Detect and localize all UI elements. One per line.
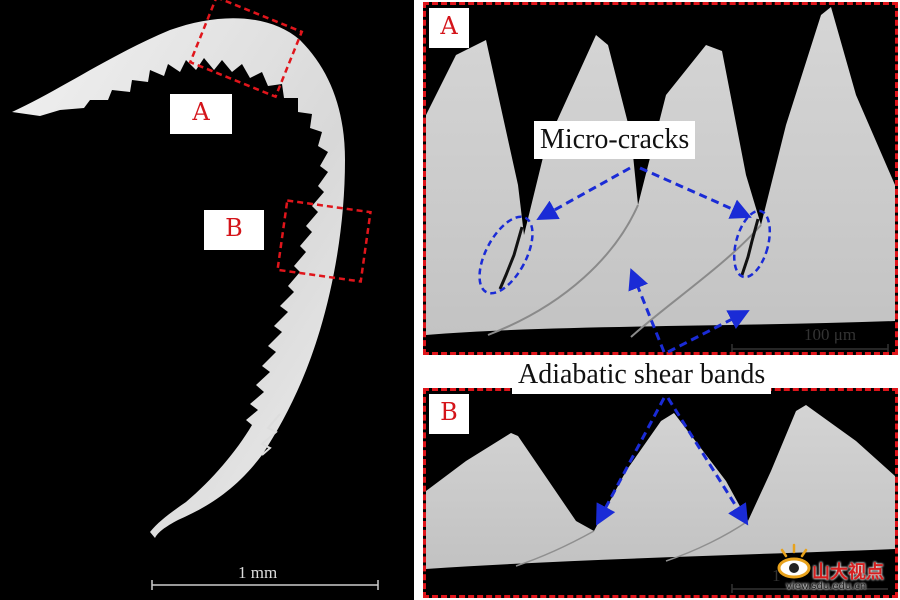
- adiabatic-shear-bands-label: Adiabatic shear bands: [512, 356, 772, 394]
- zoom-a-image: [426, 5, 895, 352]
- region-b-label: B: [204, 210, 264, 250]
- chip-overview-image: [0, 0, 414, 600]
- scale-bar-label-a: 100 μm: [804, 325, 857, 344]
- scale-bar-left: [151, 580, 379, 590]
- region-a-label: A: [170, 94, 232, 134]
- region-b-box: [276, 199, 372, 283]
- scale-bar-label-left: 1 mm: [238, 563, 278, 582]
- chip-shape: [12, 18, 345, 539]
- scale-bar-label-b: 1: [772, 566, 781, 585]
- watermark: 山大视点 view.sdu.edu.cn: [776, 536, 896, 598]
- eye-logo-icon: [777, 543, 811, 579]
- zoom-panel-a: A 100 μm: [423, 2, 898, 355]
- chip-overview-panel: A B 1 mm: [0, 0, 414, 600]
- watermark-brand: 山大视点: [812, 562, 884, 583]
- panel-a-corner-label: A: [429, 8, 469, 48]
- region-a-box: [188, 0, 304, 99]
- micro-cracks-label: Micro-cracks: [534, 121, 696, 159]
- panel-b-corner-label: B: [429, 394, 469, 434]
- scale-bar-b: [731, 584, 888, 593]
- watermark-url: view.sdu.edu.cn: [786, 581, 867, 592]
